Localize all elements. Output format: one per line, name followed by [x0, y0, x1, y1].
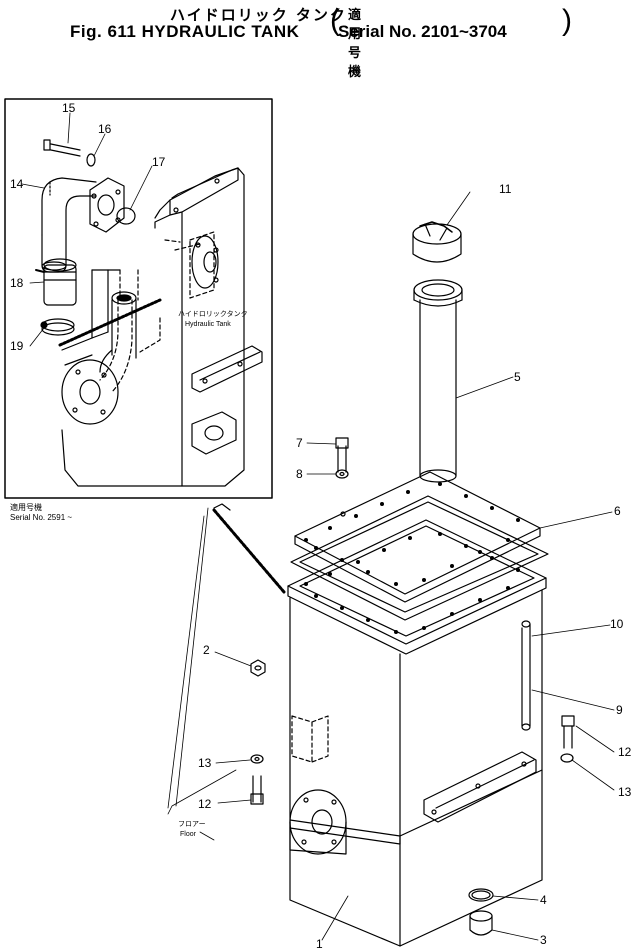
callout-10: 10 — [610, 617, 624, 631]
leader-lines — [21, 112, 615, 941]
callout-8: 8 — [296, 467, 303, 481]
floor-label-english: Floor — [180, 831, 197, 838]
inset-serial-japanese: 適用号機 — [10, 503, 42, 512]
inset-frame — [4, 98, 273, 499]
inset-tank — [35, 139, 263, 487]
callout-9: 9 — [616, 703, 623, 717]
callout-16: 16 — [98, 122, 112, 136]
inset-tank-label-japanese: ハイドロリックタンク — [178, 309, 248, 318]
figure-title: Fig. 611 HYDRAULIC TANK — [70, 22, 300, 41]
inset-serial-english: Serial No. 2591 ~ — [10, 513, 73, 522]
serial-japanese: 適用号機 — [348, 8, 363, 80]
floor-label-japanese: フロアー — [178, 820, 206, 828]
title-japanese: ハイドロリック タンク — [170, 6, 347, 24]
serial-english: Serial No. 2101~3704 — [338, 22, 507, 41]
paren-left: ( — [330, 4, 340, 37]
callout-3: 3 — [540, 933, 547, 947]
callout-2: 2 — [203, 643, 210, 657]
callout-12-left: 12 — [198, 797, 212, 811]
callout-17: 17 — [152, 155, 166, 169]
callout-15: 15 — [62, 101, 76, 115]
callout-13-left: 13 — [198, 756, 212, 770]
inset-tank-label-english: Hydraulic Tank — [185, 321, 231, 328]
callout-5: 5 — [514, 370, 521, 384]
callout-18: 18 — [10, 276, 24, 290]
callout-14: 14 — [10, 177, 24, 191]
callout-1: 1 — [316, 937, 323, 950]
callout-11: 11 — [499, 182, 512, 196]
paren-right: ) — [562, 4, 572, 37]
callout-12-right: 12 — [618, 745, 632, 759]
callouts: 1 2 3 4 5 6 7 8 9 10 11 12 12 13 13 14 1… — [10, 101, 632, 950]
main-tank — [167, 221, 575, 947]
callout-7: 7 — [296, 436, 303, 450]
inset-serial-note: 適用号機 Serial No. 2591 ~ — [10, 503, 72, 523]
callout-13-right: 13 — [618, 785, 632, 799]
callout-6: 6 — [614, 504, 621, 518]
callout-19: 19 — [10, 339, 24, 353]
callout-4: 4 — [540, 893, 547, 907]
